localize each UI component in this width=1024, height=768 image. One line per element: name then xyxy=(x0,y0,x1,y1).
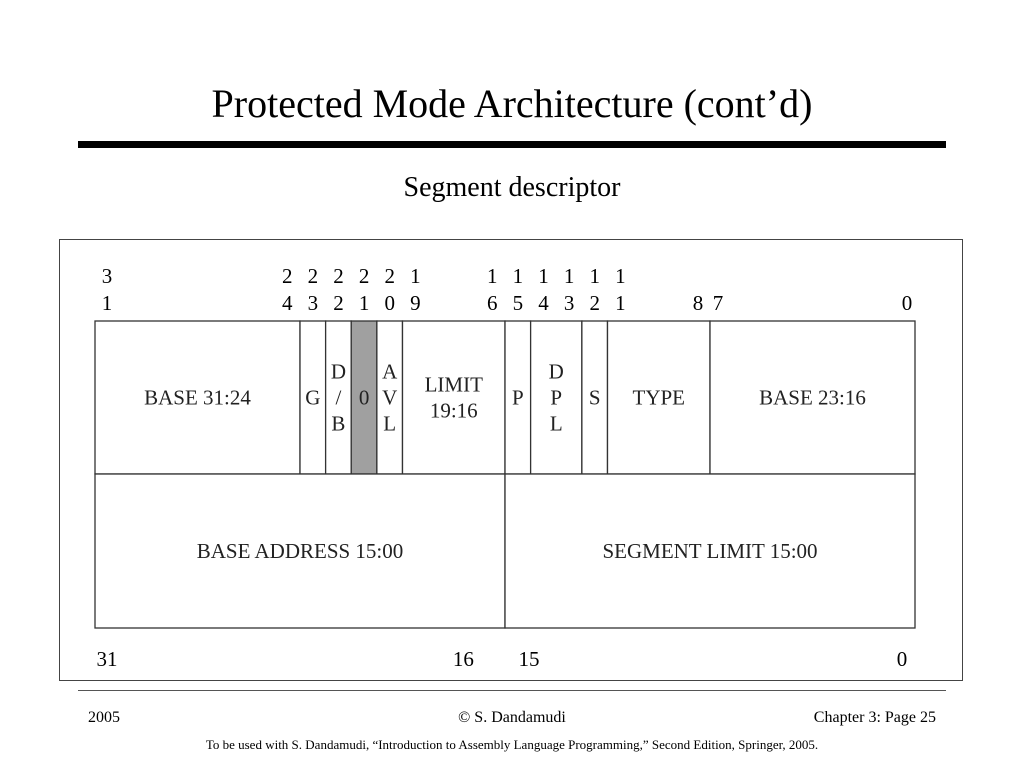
bit-label-top: 2 xyxy=(308,264,319,288)
field-label-db: D xyxy=(331,360,346,384)
bit-label-bottom: 0 xyxy=(897,647,908,671)
bit-label-top: 3 xyxy=(308,291,319,315)
bit-label-top: 8 xyxy=(693,291,704,315)
bit-label-top: 1 xyxy=(359,291,370,315)
bit-label-bottom: 15 xyxy=(519,647,540,671)
field-label-limit-19-16: 19:16 xyxy=(430,399,478,423)
field-label-avl: V xyxy=(382,386,397,410)
bit-label-top: 0 xyxy=(384,291,395,315)
field-label-avl: L xyxy=(383,412,396,436)
field-label-base-23-16: BASE 23:16 xyxy=(759,386,866,410)
field-label-db: / xyxy=(336,386,342,410)
bit-label-top: 1 xyxy=(615,291,626,315)
field-base-31-24 xyxy=(94,320,301,475)
bit-label-top: 2 xyxy=(282,264,293,288)
bit-label-top: 1 xyxy=(564,264,575,288)
footer-author: © S. Dandamudi xyxy=(458,709,566,726)
bit-label-top: 0 xyxy=(902,291,913,315)
field-s xyxy=(581,320,609,475)
bit-label-top: 6 xyxy=(487,291,498,315)
bit-label-top: 7 xyxy=(713,291,724,315)
bit-label-top: 2 xyxy=(589,291,600,315)
bit-label-top: 3 xyxy=(102,264,113,288)
field-label-s: S xyxy=(589,386,601,410)
field-label-segment-limit-15-00: SEGMENT LIMIT 15:00 xyxy=(602,539,817,563)
footer-divider xyxy=(78,690,946,691)
field-label-zero: 0 xyxy=(359,386,370,410)
field-label-base-address-15-00: BASE ADDRESS 15:00 xyxy=(197,539,404,563)
footer-note: To be used with S. Dandamudi, “Introduct… xyxy=(205,737,819,752)
bit-label-top: 4 xyxy=(282,291,293,315)
slide-subtitle: Segment descriptor xyxy=(403,172,621,203)
bit-label-bottom: 16 xyxy=(453,647,474,671)
bit-label-top: 2 xyxy=(333,291,344,315)
bit-label-top: 1 xyxy=(487,264,498,288)
bit-label-top: 2 xyxy=(333,264,344,288)
field-label-dpl: L xyxy=(550,412,563,436)
title-divider xyxy=(78,141,946,148)
field-segment-limit-15-00 xyxy=(504,473,916,629)
field-label-dpl: D xyxy=(549,360,564,384)
field-label-p: P xyxy=(512,386,524,410)
bit-label-top: 4 xyxy=(538,291,549,315)
field-base-23-16 xyxy=(709,320,916,475)
bit-label-top: 3 xyxy=(564,291,575,315)
bit-label-top: 1 xyxy=(589,264,600,288)
slide-title: Protected Mode Architecture (cont’d) xyxy=(211,81,813,126)
bit-label-top: 2 xyxy=(359,264,370,288)
field-limit-19-16 xyxy=(401,320,506,475)
bit-label-top: 1 xyxy=(538,264,549,288)
field-p xyxy=(504,320,532,475)
bit-label-top: 1 xyxy=(615,264,626,288)
bit-label-bottom: 31 xyxy=(97,647,118,671)
field-label-base-31-24: BASE 31:24 xyxy=(144,386,251,410)
bit-label-top: 9 xyxy=(410,291,421,315)
bit-label-top: 2 xyxy=(384,264,395,288)
field-label-db: B xyxy=(331,412,345,436)
footer-page: Chapter 3: Page 25 xyxy=(813,709,936,726)
field-label-g: G xyxy=(305,386,320,410)
bit-label-top: 1 xyxy=(513,264,524,288)
field-label-type: TYPE xyxy=(633,386,686,410)
bit-label-top: 5 xyxy=(513,291,524,315)
field-g xyxy=(299,320,327,475)
bit-label-top: 1 xyxy=(102,291,113,315)
field-label-dpl: P xyxy=(550,386,562,410)
bit-label-top: 1 xyxy=(410,264,421,288)
field-label-avl: A xyxy=(382,360,398,384)
footer-year: 2005 xyxy=(88,709,120,726)
field-label-limit-19-16: LIMIT xyxy=(425,373,483,397)
